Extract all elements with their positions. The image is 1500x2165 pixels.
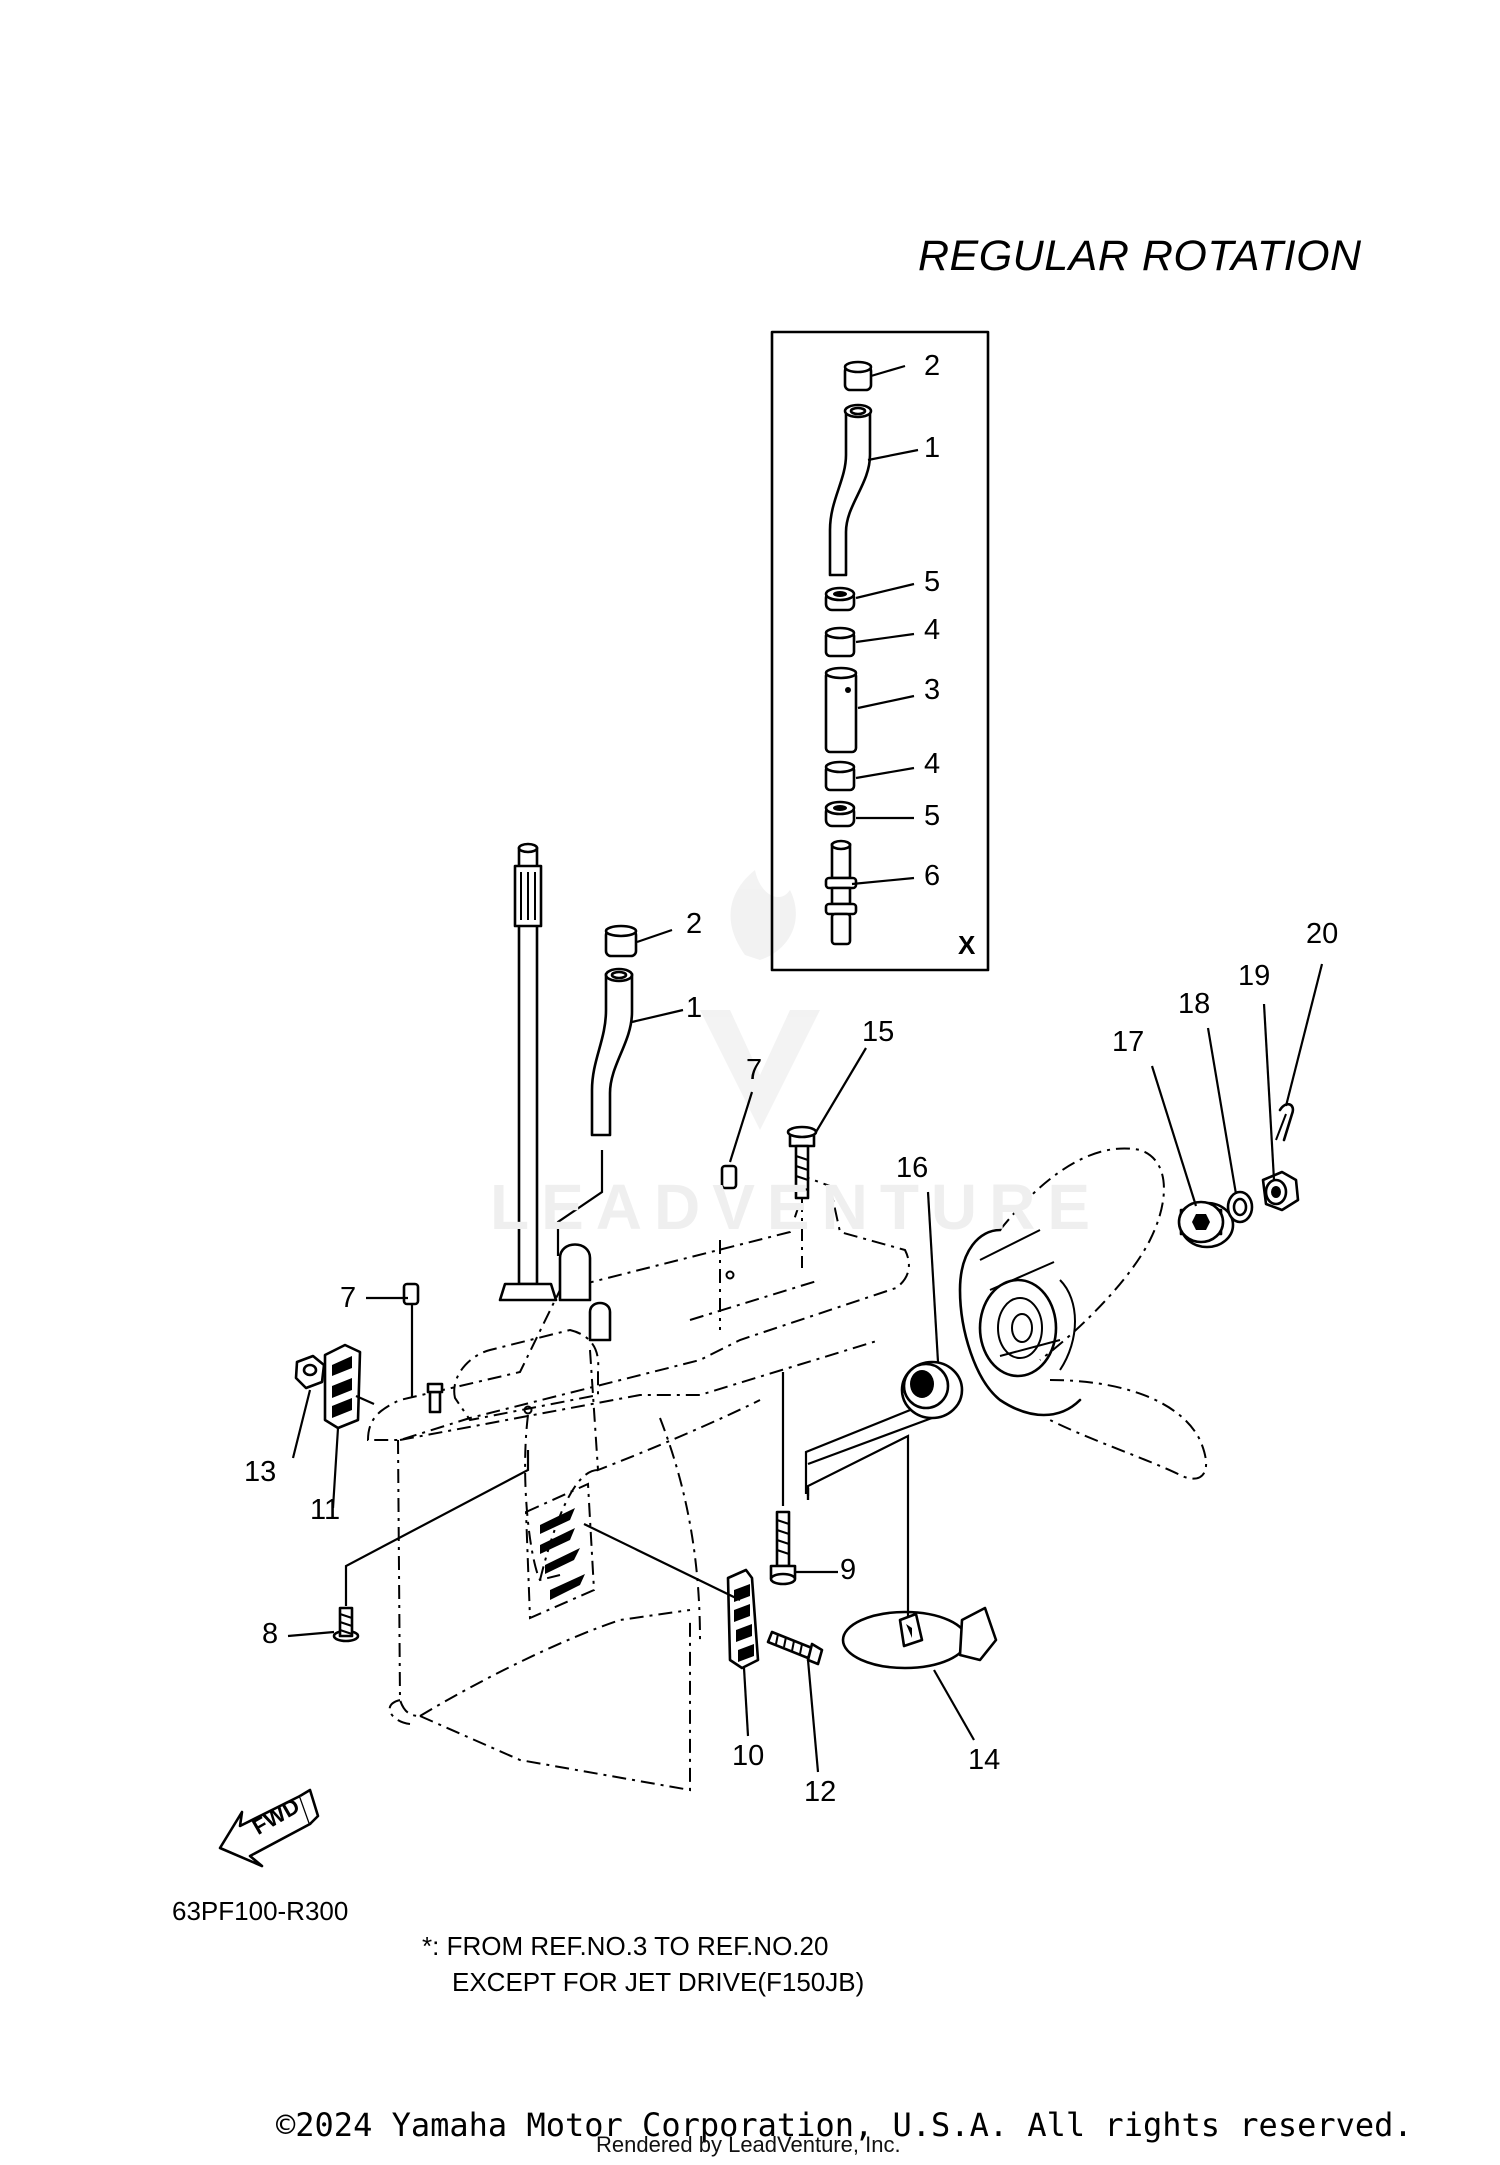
- callout-9: 9: [840, 1554, 857, 1586]
- main-part-20-cotter-pin: [1275, 1102, 1295, 1142]
- main-part-2-grommet: [604, 924, 638, 958]
- inset-callout-5: 5: [924, 566, 941, 598]
- callout-10: 10: [732, 1740, 765, 1772]
- drive-shaft: [498, 842, 612, 1342]
- inset-part-3-sleeve: [824, 666, 858, 754]
- main-part-12-screw: [766, 1630, 824, 1666]
- inset-part-1-water-tube: [828, 403, 873, 577]
- inset-part-4-bushing-bottom: [824, 760, 856, 792]
- fwd-arrow-icon: [218, 1788, 320, 1868]
- inset-callout-6: 6: [924, 860, 941, 892]
- callout-7-upper: 7: [746, 1054, 763, 1086]
- callout-12: 12: [804, 1776, 837, 1808]
- lower-unit-housing: [366, 1176, 910, 1792]
- callout-17: 17: [1112, 1026, 1145, 1058]
- callout-14: 14: [968, 1744, 1001, 1776]
- callout-19: 19: [1238, 960, 1271, 992]
- housing-grill: [540, 1508, 585, 1600]
- watermark-text: LEADVENTURE: [490, 1171, 1103, 1243]
- watermark-logo: [700, 870, 820, 1130]
- callout-15: 15: [862, 1016, 895, 1048]
- inset-part-5-seal-bottom: [824, 800, 856, 828]
- main-part-17-spacer: [1177, 1200, 1235, 1249]
- callout-16: 16: [896, 1152, 929, 1184]
- main-part-9-bolt: [769, 1510, 797, 1586]
- main-part-15-bolt: [786, 1125, 818, 1200]
- inset-callout-4: 4: [924, 614, 941, 646]
- inset-part-6-fitting: [824, 839, 858, 946]
- callout-20: 20: [1306, 918, 1339, 950]
- main-part-16-thrust-washer: [900, 1360, 964, 1420]
- main-part-14-trim-tab: [841, 1606, 998, 1670]
- inset-leaders: [851, 364, 919, 886]
- propeller: [958, 1147, 1207, 1480]
- main-part-1-water-tube: [590, 967, 634, 1137]
- callout-13: 13: [244, 1456, 277, 1488]
- inset-part-4-bushing-top: [824, 626, 856, 658]
- callout-8: 8: [262, 1618, 279, 1650]
- inset-box: [770, 330, 990, 972]
- inset-callout-5b: 5: [924, 800, 941, 832]
- main-part-11-anode: [323, 1343, 362, 1430]
- main-part-18-washer: [1226, 1190, 1254, 1224]
- copyright: ©2024 Yamaha Motor Corporation, U.S.A. A…: [276, 2106, 1413, 2144]
- housing-stud: [426, 1382, 444, 1414]
- callout-2: 2: [686, 908, 703, 940]
- callout-1: 1: [686, 992, 703, 1024]
- inset-part-2-grommet: [843, 360, 873, 392]
- note-line-1: *: FROM REF.NO.3 TO REF.NO.20: [422, 1931, 829, 1961]
- inset-callout-3: 3: [924, 674, 941, 706]
- inset-part-5-seal-top: [824, 586, 856, 612]
- inset-callout-1: 1: [924, 432, 941, 464]
- main-part-19-castle-nut: [1261, 1170, 1300, 1212]
- main-part-10-anode: [726, 1568, 760, 1670]
- callout-11: 11: [310, 1494, 341, 1526]
- callout-7-left: 7: [340, 1282, 357, 1314]
- rendered-by: Rendered by LeadVenture, Inc.: [596, 2132, 901, 2157]
- inset-marker: X: [958, 930, 976, 960]
- main-part-13-nut: [294, 1354, 326, 1390]
- main-part-7-dowel-pin-left: [402, 1282, 420, 1306]
- main-leaders: [287, 928, 1324, 1773]
- main-part-7-dowel-pin-upper: [720, 1164, 738, 1190]
- note-line-2: EXCEPT FOR JET DRIVE(F150JB): [452, 1967, 865, 1997]
- inset-callout-2: 2: [924, 350, 941, 382]
- main-part-8-screw: [332, 1606, 360, 1643]
- callout-18: 18: [1178, 988, 1211, 1020]
- diagram-code: 63PF100-R300: [172, 1896, 349, 1926]
- page-title: REGULAR ROTATION: [918, 232, 1362, 280]
- inset-callout-4b: 4: [924, 748, 941, 780]
